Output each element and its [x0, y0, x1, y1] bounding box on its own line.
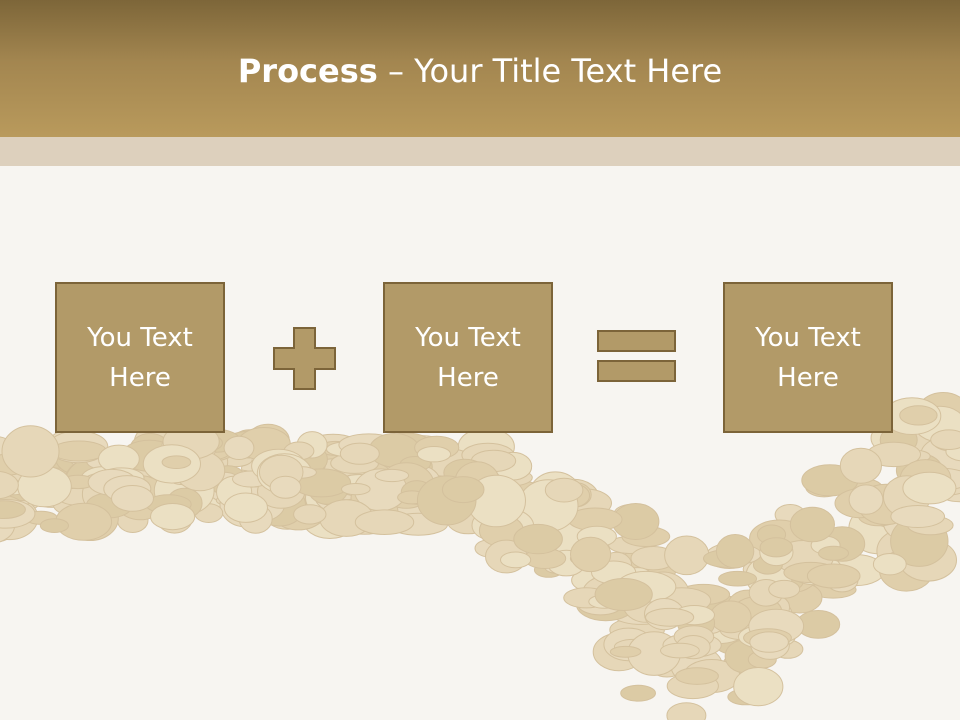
title-bold: Process	[237, 52, 378, 90]
coin-shape	[594, 578, 653, 611]
title-bar: Process – Your Title Text Here	[0, 0, 960, 137]
coin-shape	[839, 447, 883, 484]
coin-shape	[709, 600, 752, 634]
coin-shape	[660, 642, 700, 659]
coin-shape	[902, 471, 957, 505]
coin-shape	[645, 607, 695, 627]
slide-title[interactable]: Process – Your Title Text Here	[0, 52, 960, 90]
coin-shape	[513, 523, 563, 555]
coin-shape	[848, 484, 884, 515]
coin-shape	[1, 425, 60, 478]
coin-shape	[0, 500, 26, 519]
header-band	[0, 137, 960, 166]
coin-shape	[899, 405, 938, 426]
process-box-2[interactable]: You Text Here	[383, 282, 553, 433]
coin-shape	[759, 537, 793, 558]
coin-shape	[339, 442, 380, 465]
coin-shape	[50, 440, 107, 462]
coin-shape	[570, 536, 612, 573]
coin-shape	[675, 667, 719, 685]
coin-shape	[293, 504, 327, 525]
plus-icon	[273, 327, 336, 390]
coin-shape	[733, 667, 784, 707]
process-box-1-text: You Text Here	[87, 322, 193, 393]
coin-shape	[806, 563, 861, 589]
coin-shape	[890, 505, 946, 528]
coin-shape	[715, 534, 755, 569]
coin-shape	[354, 509, 415, 535]
coin-shape	[666, 702, 707, 720]
coin-shape	[441, 476, 485, 504]
coin-shape	[664, 535, 710, 576]
process-box-3-text: You Text Here	[755, 322, 861, 393]
coin-shape	[150, 503, 196, 531]
coin-shape	[341, 483, 371, 496]
coin-shape	[416, 446, 452, 463]
process-box-3[interactable]: You Text Here	[723, 282, 893, 433]
coin-shape	[768, 579, 801, 599]
coin-shape	[544, 477, 584, 503]
coin-shape	[872, 553, 907, 576]
coin-shape	[609, 645, 642, 658]
coin-shape	[749, 631, 789, 653]
coin-shape	[374, 468, 410, 483]
coin-shape	[269, 475, 302, 499]
coin-shape	[223, 492, 268, 523]
coin-shape	[818, 545, 849, 561]
process-box-1[interactable]: You Text Here	[55, 282, 225, 433]
coin-shape	[930, 429, 960, 450]
coin-shape	[499, 551, 532, 569]
equals-icon	[597, 330, 676, 382]
coin-shape	[161, 455, 192, 469]
title-rest: – Your Title Text Here	[377, 52, 723, 90]
coin-shape	[620, 684, 656, 702]
coin-shape	[718, 570, 758, 587]
coin-shape	[0, 471, 19, 500]
coin-shape	[223, 435, 255, 461]
coin-shape	[111, 485, 154, 512]
coin-shape	[789, 506, 836, 543]
coin-shape	[39, 518, 70, 534]
process-box-2-text: You Text Here	[415, 322, 521, 393]
